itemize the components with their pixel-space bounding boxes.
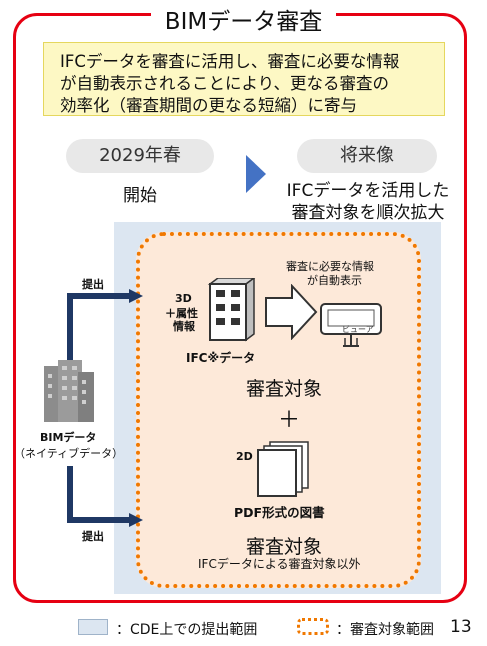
submit-label-top: 提出 <box>82 278 104 291</box>
summary-box <box>43 42 445 116</box>
pdf-2d-label: 2D <box>236 450 253 463</box>
start-label: 2029年春 <box>99 145 181 166</box>
submit-arrow-top-line <box>67 293 131 360</box>
summary-line-2: が自動表示されることにより、更なる審査の <box>60 74 390 93</box>
summary-line-1: IFCデータを審査に活用し、審査に必要な情報 <box>60 52 400 71</box>
ifc-attr-label-2: 情報 <box>173 320 195 333</box>
legend-orange-swatch <box>297 618 329 635</box>
review-scope-area <box>136 232 421 588</box>
ifc-3d-label: 3D <box>175 292 192 305</box>
viewer-label: ビューア <box>342 325 374 334</box>
bim-data-label: BIMデータ <box>40 431 97 444</box>
right-arrow-icon <box>265 284 318 340</box>
submit-arrow-bottom-head <box>129 513 143 527</box>
ifc-building-icon <box>207 278 256 342</box>
monitor-icon <box>320 303 382 347</box>
future-pill: 将来像 <box>297 139 437 173</box>
document-stack-icon <box>257 441 309 497</box>
future-label: 将来像 <box>340 145 394 166</box>
ifc-attr-label-1: ＋属性 <box>165 307 198 320</box>
ifc-data-label: IFC※データ <box>186 351 256 365</box>
future-line-1: IFCデータを活用した <box>286 181 450 201</box>
plus-sign: ＋ <box>278 408 301 433</box>
legend-orange-label: ：審査対象範囲 <box>336 622 434 638</box>
ifc-review-label: 審査対象 <box>246 378 323 400</box>
legend-blue-swatch <box>78 619 108 635</box>
title-wrapper: BIMデータ審査 <box>0 2 487 36</box>
auto-display-line-2: が自動表示 <box>307 274 362 287</box>
legend-blue-label: ：CDE上での提出範囲 <box>116 622 258 638</box>
page-title: BIMデータ審査 <box>150 9 337 35</box>
chevron-right-icon <box>246 155 266 193</box>
future-line-2: 審査対象を順次拡大 <box>291 203 445 223</box>
pdf-data-label: PDF形式の図書 <box>234 505 325 520</box>
submit-arrow-bottom-line <box>67 466 131 523</box>
pdf-review-label: 審査対象 <box>246 536 323 558</box>
submit-label-bottom: 提出 <box>82 530 104 543</box>
page-number: 13 <box>450 617 472 637</box>
start-pill: 2029年春 <box>66 139 214 173</box>
building-icon <box>44 360 94 422</box>
auto-display-line-1: 審査に必要な情報 <box>286 260 374 273</box>
bim-data-sublabel: （ネイティブデータ） <box>14 447 124 460</box>
submit-arrow-top-head <box>129 289 143 303</box>
start-text: 開始 <box>123 186 157 206</box>
summary-line-3: 効率化（審査期間の更なる短縮）に寄与 <box>60 96 357 115</box>
pdf-review-note: IFCデータによる審査対象以外 <box>198 557 361 571</box>
